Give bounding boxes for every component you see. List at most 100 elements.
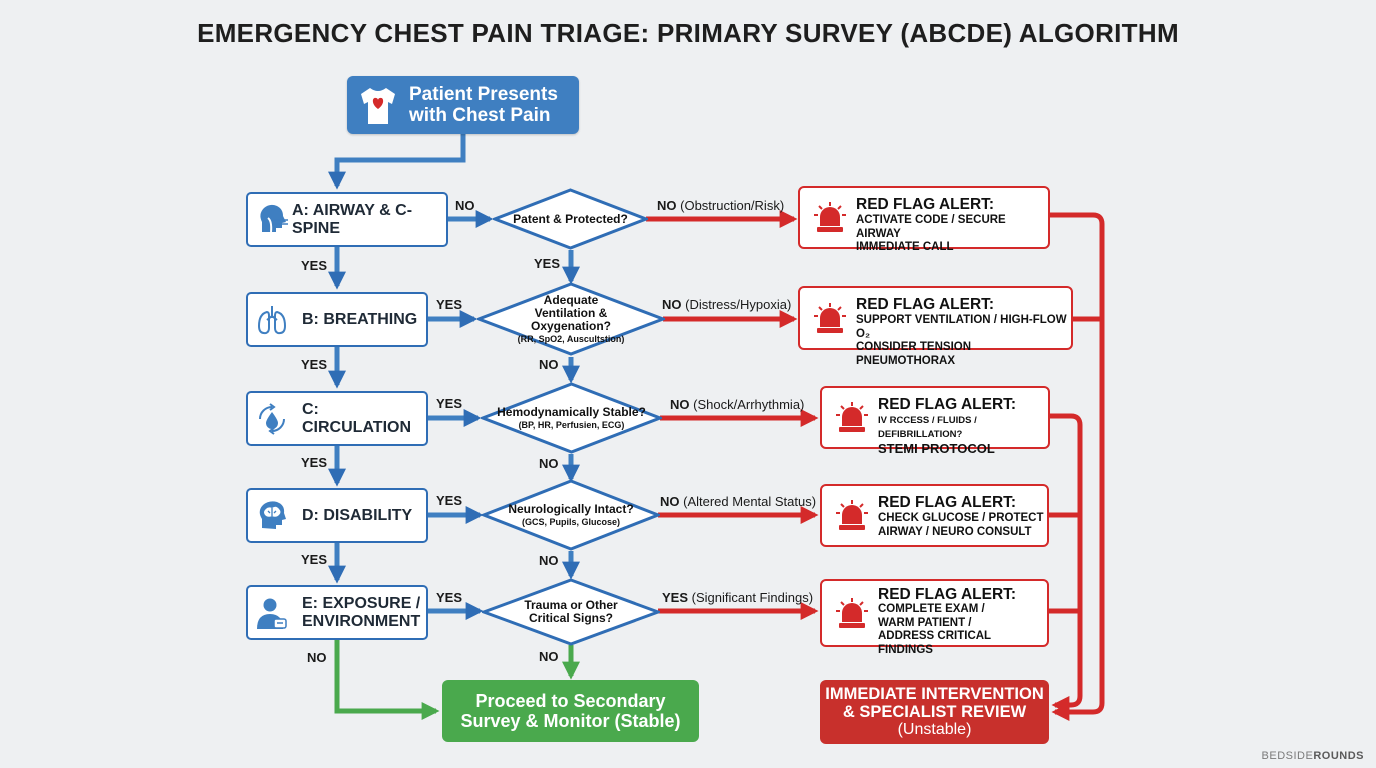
decision-circulation-detail: (BP, HR, Perfusien, ECG) bbox=[518, 419, 625, 430]
decision-disability: Neurologically Intact? (GCS, Pupils, Glu… bbox=[482, 479, 660, 551]
decision-breathing-detail: (RR, SpO2, Auscultstion) bbox=[517, 333, 625, 344]
branch-condition: (Altered Mental Status) bbox=[683, 494, 817, 509]
siren-icon bbox=[814, 303, 846, 333]
alert-breathing-title: RED FLAG ALERT: bbox=[856, 296, 995, 313]
edge-label-decision-a-down: YES bbox=[534, 256, 561, 271]
decision-shape bbox=[477, 282, 665, 356]
decision-disability-detail: (GCS, Pupils, Glucose) bbox=[521, 516, 620, 527]
step-disability: D: DISABILITY bbox=[246, 488, 428, 543]
outcome-unstable: IMMEDIATE INTERVENTION & SPECIALIST REVI… bbox=[820, 680, 1049, 744]
edge-label-a-decision: NO bbox=[455, 198, 475, 213]
alert-disability-title: RED FLAG ALERT: bbox=[878, 494, 1017, 511]
decision-disability-question: Neurologically Intact? bbox=[508, 501, 634, 516]
edge-label-decision-c-down: NO bbox=[539, 456, 559, 471]
siren-icon bbox=[814, 202, 846, 232]
alert-circulation: RED FLAG ALERT: IV RCCESS / FLUIDS / DEF… bbox=[820, 386, 1050, 456]
branch-condition: (Distress/Hypoxia) bbox=[685, 297, 792, 312]
circulation-drop-icon bbox=[259, 403, 285, 435]
outcome-unstable-line-1: IMMEDIATE INTERVENTION bbox=[825, 685, 1044, 703]
step-circulation-label: C: CIRCULATION bbox=[302, 400, 412, 436]
branch-label-circulation: NO (Shock/Arrhythmia) bbox=[670, 397, 804, 412]
edge-label-b-decision: YES bbox=[436, 297, 463, 312]
decision-shape bbox=[482, 578, 660, 646]
edge-label-decision-d-down: NO bbox=[539, 553, 559, 568]
alert-disability-line-2: AIRWAY / NEURO CONSULT bbox=[878, 525, 1032, 538]
decision-breathing: Adequate Ventilation & Oxygenation? (RR,… bbox=[477, 282, 665, 356]
step-exposure-label-line1: E: EXPOSURE / bbox=[302, 594, 421, 612]
decision-exposure: Trauma or Other Critical Signs? bbox=[482, 578, 660, 646]
step-exposure-label-line2: ENVIRONMENT bbox=[302, 612, 421, 630]
branch-answer: NO bbox=[660, 494, 680, 509]
alert-exposure-line-3: ADDRESS CRITICAL FINDINGS bbox=[878, 630, 991, 656]
branch-condition: (Obstruction/Risk) bbox=[680, 198, 785, 213]
edge-label-e-decision: YES bbox=[436, 590, 463, 605]
outcome-stable-line-1: Proceed to Secondary bbox=[475, 691, 666, 711]
step-exposure: E: EXPOSURE / ENVIRONMENT bbox=[246, 585, 428, 640]
step-circulation: C: CIRCULATION bbox=[246, 391, 428, 446]
decision-circulation: Hemodynamically Stable? (BP, HR, Perfusi… bbox=[481, 382, 662, 454]
step-airway: A: AIRWAY & C-SPINE bbox=[246, 192, 448, 247]
branch-answer: NO bbox=[662, 297, 682, 312]
alert-circulation-line-1: IV RCCESS / FLUIDS / DEFIBRILLATION? bbox=[878, 415, 977, 440]
outcome-stable: Proceed to Secondary Survey & Monitor (S… bbox=[442, 680, 699, 742]
alert-breathing-line-2: CONSIDER TENSION PNEUMOTHORAX bbox=[856, 341, 972, 367]
outcome-stable-line-2: Survey & Monitor (Stable) bbox=[460, 711, 681, 731]
decision-breathing-question: Adequate Ventilation & Oxygenation? bbox=[530, 292, 611, 333]
person-exposure-icon bbox=[257, 598, 287, 629]
alert-disability-line-1: CHECK GLUCOSE / PROTECT bbox=[878, 512, 1044, 524]
decision-shape bbox=[493, 188, 648, 250]
branch-label-exposure: YES (Significant Findings) bbox=[662, 590, 813, 605]
siren-icon bbox=[836, 402, 868, 432]
connector-bus-outer bbox=[1049, 212, 1105, 721]
alert-circulation-line-2: STEMI PROTOCOL bbox=[878, 441, 995, 456]
torso-heart-icon bbox=[361, 88, 395, 124]
edge-label-c-decision: YES bbox=[436, 396, 463, 411]
outcome-unstable-line-2: & SPECIALIST REVIEW bbox=[842, 703, 1027, 721]
alert-disability: RED FLAG ALERT: CHECK GLUCOSE / PROTECT … bbox=[820, 484, 1049, 547]
branch-answer: YES bbox=[662, 590, 689, 605]
alert-exposure-line-1: COMPLETE EXAM / bbox=[878, 603, 985, 615]
edge-label-a-down: YES bbox=[301, 258, 328, 273]
siren-icon bbox=[836, 500, 868, 530]
step-breathing-label: B: BREATHING bbox=[302, 310, 418, 328]
edge-label-e-exit: NO bbox=[307, 650, 327, 665]
lungs-icon bbox=[257, 306, 287, 335]
edge-label-decision-e-down: NO bbox=[539, 649, 559, 664]
decision-circulation-question: Hemodynamically Stable? bbox=[497, 404, 646, 419]
alert-airway-title: RED FLAG ALERT: bbox=[856, 196, 995, 213]
branch-label-disability: NO (Altered Mental Status) bbox=[660, 494, 816, 509]
edge-label-decision-b-down: NO bbox=[539, 357, 559, 372]
alert-airway: RED FLAG ALERT: ACTIVATE CODE / SECURE A… bbox=[798, 186, 1050, 253]
alert-airway-line-2: IMMEDIATE CALL bbox=[856, 241, 954, 253]
decision-exposure-question: Trauma or Other Critical Signs? bbox=[524, 598, 618, 625]
brain-icon bbox=[259, 501, 286, 529]
alert-breathing-line-1: SUPPORT VENTILATION / HIGH-FLOW O₂ bbox=[856, 314, 1067, 340]
start-line-1: Patient Presents bbox=[409, 84, 558, 105]
connector-bus-inner bbox=[1048, 413, 1083, 714]
start-node: Patient Presents with Chest Pain bbox=[347, 76, 579, 134]
branch-answer: NO bbox=[657, 198, 677, 213]
brand-watermark: BEDSIDEROUNDS bbox=[1262, 750, 1364, 762]
connector-e-exit-to-stable bbox=[334, 640, 440, 720]
branch-label-airway: NO (Obstruction/Risk) bbox=[657, 198, 784, 213]
page-title: EMERGENCY CHEST PAIN TRIAGE: PRIMARY SUR… bbox=[197, 18, 1179, 48]
siren-icon bbox=[836, 598, 868, 628]
decision-airway: Patent & Protected? bbox=[493, 188, 648, 250]
branch-answer: NO bbox=[670, 397, 690, 412]
branch-label-breathing: NO (Distress/Hypoxia) bbox=[662, 297, 791, 312]
start-line-2: with Chest Pain bbox=[409, 105, 551, 126]
alert-exposure: RED FLAG ALERT: COMPLETE EXAM / WARM PAT… bbox=[820, 579, 1049, 656]
alert-exposure-title: RED FLAG ALERT: bbox=[878, 586, 1017, 603]
alert-breathing: RED FLAG ALERT: SUPPORT VENTILATION / HI… bbox=[798, 286, 1073, 367]
brand-part-2: ROUNDS bbox=[1313, 750, 1364, 762]
connector-start-to-airway bbox=[328, 134, 466, 190]
decision-shape bbox=[482, 479, 660, 551]
edge-label-d-decision: YES bbox=[436, 493, 463, 508]
step-breathing: B: BREATHING bbox=[246, 292, 428, 347]
brand-part-1: BEDSIDE bbox=[1261, 750, 1314, 762]
head-airway-icon bbox=[260, 204, 288, 233]
outcome-unstable-line-3: (Unstable) bbox=[897, 721, 972, 738]
edge-label-c-down: YES bbox=[301, 455, 328, 470]
decision-shape bbox=[481, 382, 662, 454]
